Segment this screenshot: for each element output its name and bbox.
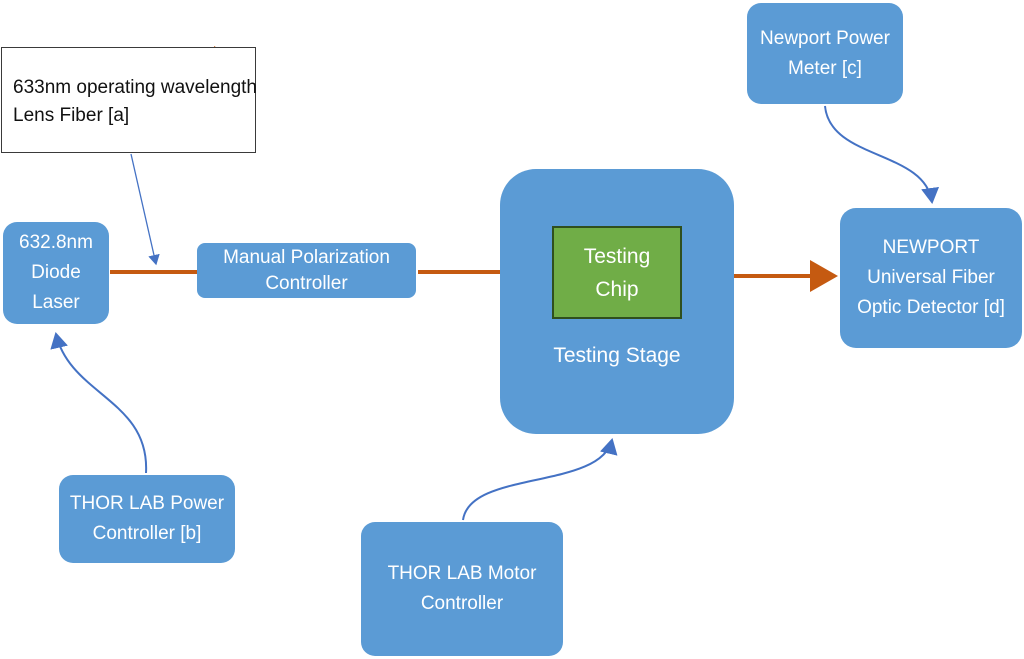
power-controller-label-1: THOR LAB Power	[69, 493, 225, 514]
motor-controller-box: THOR LAB Motor Controller	[361, 522, 563, 656]
detector-label-3: Optic Detector [d]	[857, 297, 1005, 318]
legend-line-1: 633nm operating wavelength	[13, 77, 258, 98]
diode-laser-label-2: Diode	[31, 262, 81, 283]
detector-label-2: Universal Fiber	[867, 267, 995, 288]
diode-laser-label-1: 632.8nm	[19, 232, 93, 253]
testing-stage-label: Testing Stage	[553, 344, 681, 367]
connector-power-controller-to-laser	[50, 332, 148, 474]
power-controller-box: THOR LAB Power Controller [b]	[59, 475, 235, 563]
detector-label-1: NEWPORT	[882, 237, 980, 258]
legend-box: 633nm operating wavelength Lens Fiber [a…	[1, 47, 258, 153]
motor-controller-label-1: THOR LAB Motor	[387, 563, 537, 584]
diode-laser-box: 632.8nm Diode Laser	[3, 222, 109, 324]
motor-controller-label-2: Controller	[420, 593, 504, 614]
power-meter-label-1: Newport Power	[760, 27, 890, 49]
polarization-label-1: Manual Polarization	[223, 246, 390, 268]
power-controller-label-2: Controller [b]	[92, 523, 202, 544]
legend-pointer	[130, 153, 160, 266]
testing-chip-label-1: Testing	[583, 244, 651, 268]
connector-motor-controller-to-stage	[462, 438, 618, 521]
diode-laser-label-3: Laser	[32, 292, 80, 313]
connector-power-meter-to-detector	[824, 105, 940, 204]
testing-chip-label-2: Chip	[595, 277, 639, 301]
power-meter-label-2: Meter [c]	[788, 57, 862, 79]
fiber-optic-detector-box: NEWPORT Universal Fiber Optic Detector […	[840, 208, 1022, 348]
power-meter-box: Newport Power Meter [c]	[747, 3, 903, 104]
polarization-controller-box: Manual Polarization Controller	[197, 243, 416, 298]
legend-line-2: Lens Fiber [a]	[13, 105, 130, 126]
polarization-label-2: Controller	[265, 272, 348, 294]
testing-chip-box: Testing Chip	[552, 226, 682, 319]
